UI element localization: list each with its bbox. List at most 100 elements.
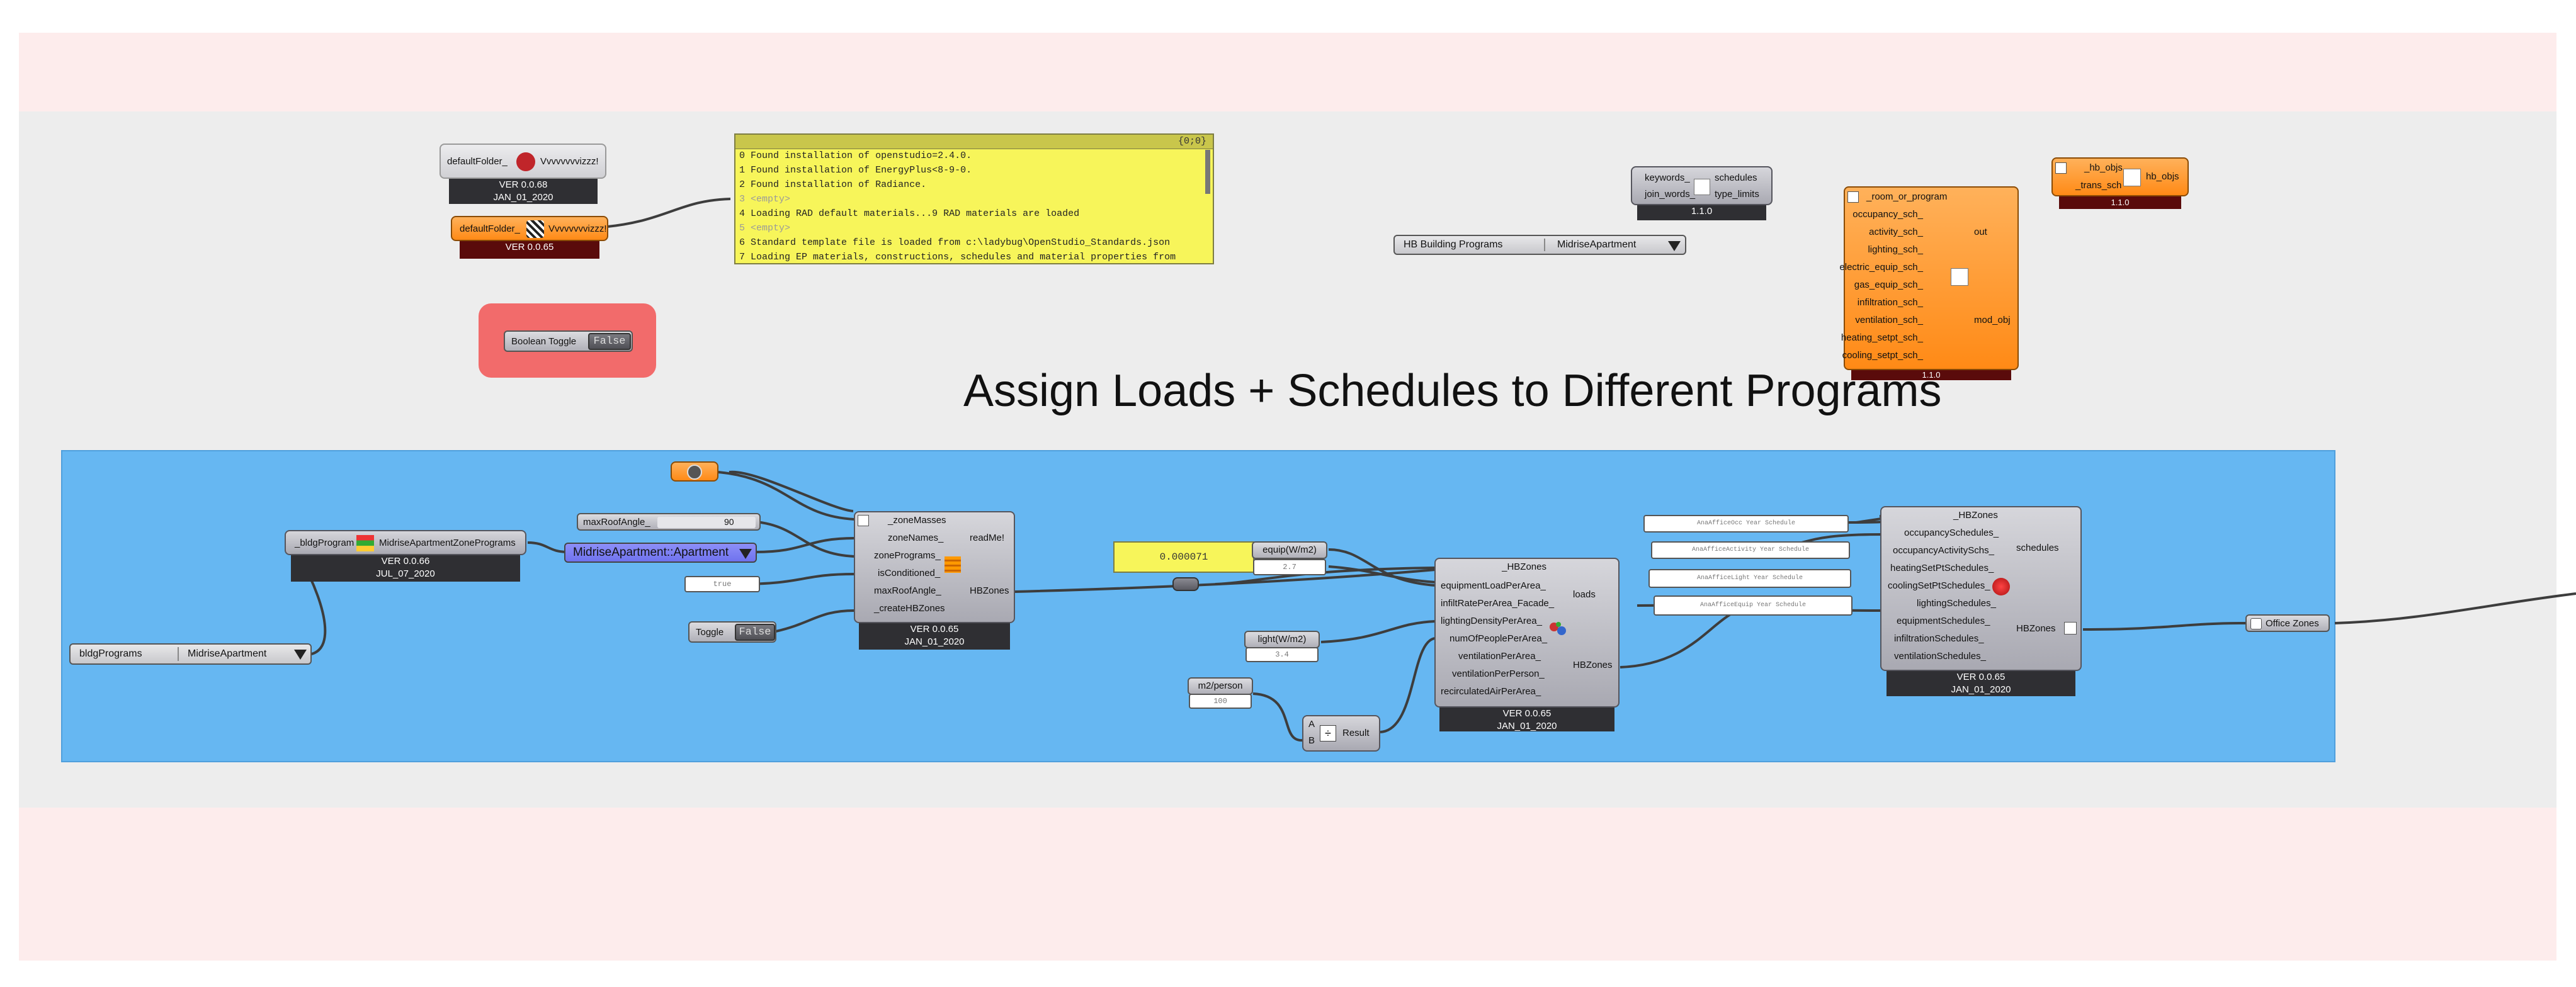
wire-equip-2 — [1328, 565, 1436, 584]
wire-zoneprog-list — [527, 541, 569, 553]
default-folder-output-label: Vvvvvvvvizzz! — [540, 156, 599, 167]
input-label: activity_sch_ — [1869, 227, 1923, 237]
wire-to-office — [2082, 622, 2247, 631]
dropdown-arrow-icon[interactable] — [739, 549, 752, 559]
input-label: equipmentSchedules_ — [1897, 616, 1990, 626]
ladybug-icon — [516, 152, 535, 171]
division-component[interactable]: A B ÷ Result — [1302, 715, 1380, 752]
true-panel[interactable]: true — [684, 576, 760, 592]
expand-icon[interactable] — [2055, 162, 2067, 174]
default-folder-version-tag-2: VER 0.0.65 — [460, 241, 599, 259]
max-roof-angle-slider[interactable]: maxRoofAngle_ 90 — [577, 513, 761, 531]
default-folder-component-1[interactable]: defaultFolder_ Vvvvvvvvizzz! — [440, 144, 606, 179]
search-schedules-component[interactable]: keywords_ join_words_ schedules type_lim… — [1631, 166, 1773, 205]
apartment-program-list[interactable]: MidriseApartment::Apartment — [564, 543, 757, 563]
input-label: ventilation_sch_ — [1855, 315, 1923, 325]
input-label: zoneNames_ — [888, 533, 944, 543]
set-zone-loads-version-tag: VER 0.0.65 JAN_01_2020 — [1439, 708, 1614, 731]
zone-programs-version-tag: VER 0.0.66 JUL_07_2020 — [291, 555, 520, 582]
toggle-value[interactable]: False — [588, 333, 631, 350]
input-label: occupancy_sch_ — [1853, 209, 1923, 220]
date-text: JUL_07_2020 — [376, 568, 435, 579]
default-folder-component-2[interactable]: defaultFolder_ Vvvvvvvvizzz! — [451, 216, 608, 241]
zone-programs-component[interactable]: _bldgProgram MidriseApartmentZoneProgram… — [285, 530, 526, 555]
apply-transmittance-schedule-component[interactable]: _hb_objs _trans_sch hb_objs — [2051, 157, 2189, 196]
set-zone-loads-component[interactable]: _HBZones equipmentLoadPerArea_ infiltRat… — [1434, 558, 1620, 708]
output-label: HBZones — [2016, 623, 2056, 634]
set-zone-schedules-component[interactable]: _HBZones occupancySchedules_ occupancyAc… — [1880, 506, 2082, 671]
date-text: JAN_01_2020 — [904, 636, 965, 647]
panel-line: 5 <empty> — [739, 223, 791, 234]
wire-geom-2 — [729, 470, 854, 512]
input-label: infiltration_sch_ — [1857, 297, 1923, 308]
group-title: Assign Loads + Schedules to Different Pr… — [963, 366, 1942, 416]
activity-schedule-panel[interactable]: AnaAfficeActivity Year Schedule — [1651, 541, 1850, 559]
equip-value-panel[interactable]: 2.7 — [1253, 559, 1326, 575]
infiltration-value-panel[interactable]: 0.000071 — [1113, 541, 1254, 573]
m2-per-person-param[interactable]: m2/person — [1188, 677, 1253, 695]
boolean-toggle-2[interactable]: Toggle False — [688, 621, 776, 643]
input-label: join_words_ — [1645, 189, 1696, 200]
input-label: electric_equip_sch_ — [1839, 262, 1923, 273]
light-value-panel[interactable]: 3.4 — [1245, 647, 1319, 662]
version-text: VER 0.0.65 — [505, 242, 554, 252]
default-folder-input-label: defaultFolder_ — [460, 223, 520, 234]
apply-room-schedules-component[interactable]: _room_or_program occupancy_sch_ activity… — [1839, 186, 2019, 370]
input-label: _zoneMasses — [888, 515, 946, 526]
relay-node[interactable] — [1172, 577, 1199, 591]
bldg-programs-list[interactable]: bldgPrograms MidriseApartment — [69, 643, 312, 665]
input-label: lighting_sch_ — [1868, 244, 1923, 255]
output-label: schedules — [2016, 543, 2059, 553]
expand-icon[interactable] — [1847, 191, 1859, 203]
panel-counter: {0;0} — [1177, 136, 1206, 147]
input-label: equipmentLoadPerArea_ — [1441, 580, 1546, 591]
version-text: VER 0.0.65 — [910, 624, 959, 634]
toggle-value[interactable]: False — [735, 624, 775, 641]
input-label: keywords_ — [1645, 172, 1690, 183]
wire-folder-panel — [607, 198, 731, 228]
panel-scrollbar[interactable] — [1205, 150, 1210, 194]
zone-programs-icon — [356, 535, 374, 551]
schedule-icon — [1694, 179, 1710, 195]
version-text: VER 0.0.66 — [381, 556, 430, 567]
output-label: out — [1974, 227, 1987, 237]
input-label: numOfPeoplePerArea_ — [1450, 633, 1548, 644]
input-label: B — [1308, 735, 1315, 746]
lighting-schedule-panel[interactable]: AnaAfficeLight Year Schedule — [1648, 569, 1851, 588]
input-label: maxRoofAngle_ — [874, 585, 941, 596]
panel-line: 2 Found installation of Radiance. — [739, 179, 927, 190]
version-text: VER 0.0.68 — [499, 179, 548, 190]
valuelist-label: bldgPrograms — [79, 648, 142, 659]
expand-icon[interactable] — [858, 515, 869, 526]
hb-building-programs-list[interactable]: HB Building Programs MidriseApartment — [1393, 235, 1686, 255]
output-label: mod_obj — [1974, 315, 2011, 325]
wire-toggle — [775, 609, 855, 633]
flatten-icon[interactable] — [2064, 622, 2077, 634]
output-label: MidriseApartmentZonePrograms — [379, 538, 516, 548]
output-label: loads — [1573, 589, 1596, 600]
equipment-schedule-panel[interactable]: AnaAfficeEquip Year Schedule — [1654, 595, 1853, 616]
wire-light — [1320, 620, 1436, 643]
masses-to-zones-component[interactable]: _zoneMasses zoneNames_ zonePrograms_ isC… — [854, 511, 1015, 623]
light-number-param[interactable]: light(W/m2) — [1244, 631, 1320, 648]
slider-track[interactable] — [657, 517, 756, 528]
equip-number-param[interactable]: equip(W/m2) — [1252, 541, 1327, 559]
boolean-toggle-1[interactable]: Boolean Toggle False — [504, 330, 633, 352]
input-label: A — [1308, 719, 1315, 730]
m2-per-person-value-panel[interactable]: 100 — [1189, 694, 1252, 709]
panel-line: 1 Found installation of EnergyPlus<8-9-0… — [739, 165, 972, 176]
readme-panel[interactable]: {0;0} 0 Found installation of openstudio… — [734, 133, 1214, 264]
dropdown-arrow-icon[interactable] — [1668, 241, 1681, 251]
occupancy-schedule-panel[interactable]: AnaAfficeOcc Year Schedule — [1643, 515, 1849, 533]
masses-to-zones-version-tag: VER 0.0.65 JAN_01_2020 — [859, 623, 1010, 650]
panel-line: 4 Loading RAD default materials...9 RAD … — [739, 208, 1080, 219]
output-label: HBZones — [970, 585, 1009, 596]
input-label: _createHBZones — [874, 603, 945, 614]
geometry-parameter[interactable] — [671, 461, 718, 482]
input-label: _room_or_program — [1866, 191, 1948, 202]
input-label: heating_setpt_sch_ — [1841, 332, 1923, 343]
output-label: schedules — [1715, 172, 1757, 183]
dropdown-arrow-icon[interactable] — [294, 650, 307, 660]
office-zones-param[interactable]: Office Zones — [2245, 614, 2330, 632]
honeybee-schedule-icon — [1951, 268, 1968, 286]
